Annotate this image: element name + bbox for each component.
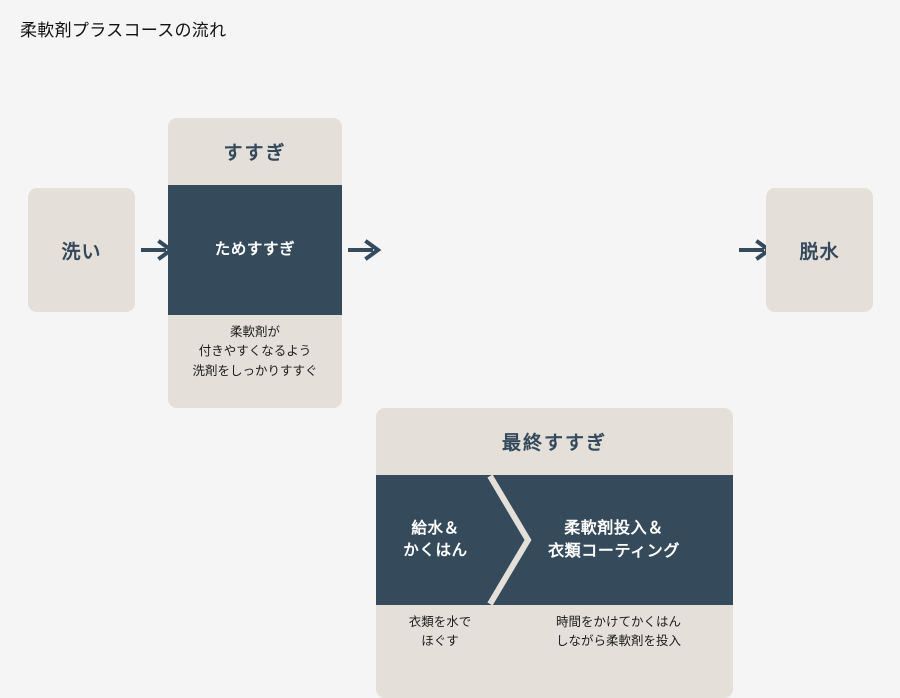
stage-final-rinse-step-1-caption: 衣類を水で ほぐす bbox=[408, 615, 472, 649]
stage-rinse-step-1[interactable]: ためすすぎ bbox=[168, 185, 342, 315]
stage-rinse-step-1-caption: 柔軟剤が 付きやすくなるよう 洗剤をしっかりすすぐ bbox=[192, 325, 318, 378]
stage-final-rinse-captions: 衣類を水で ほぐす 時間をかけてかくはん しながら柔軟剤を投入 bbox=[376, 605, 733, 652]
stage-rinse-header: すすぎ bbox=[223, 143, 287, 164]
stage-spin[interactable]: 脱水 bbox=[766, 188, 873, 312]
stage-rinse[interactable]: すすぎ ためすすぎ 柔軟剤が 付きやすくなるよう 洗剤をしっかりすすぐ bbox=[168, 118, 342, 408]
stage-wash-label: 洗い bbox=[61, 241, 102, 263]
stage-final-rinse-step-2-label: 柔軟剤投入＆ 衣類コーティング bbox=[548, 519, 680, 560]
arrow-rinse-to-final-rinse bbox=[348, 239, 382, 261]
stage-final-rinse-band: 給水＆ かくはん 柔軟剤投入＆ 衣類コーティング bbox=[376, 475, 733, 605]
stage-rinse-step-1-label: ためすすぎ bbox=[214, 240, 296, 258]
stage-final-rinse-step-1[interactable]: 給水＆ かくはん bbox=[376, 475, 495, 605]
stage-final-rinse-step-1-label: 給水＆ かくはん bbox=[403, 519, 468, 559]
page-title: 柔軟剤プラスコースの流れ bbox=[20, 21, 227, 40]
flow-diagram: 柔軟剤プラスコースの流れ 洗い すすぎ ためすすぎ 柔軟剤が 付きやすくなるよう… bbox=[20, 21, 873, 698]
stage-wash[interactable]: 洗い bbox=[28, 188, 135, 312]
stage-final-rinse[interactable]: 最終すすぎ 給水＆ かくはん 柔軟剤投入＆ 衣類コーティング 衣類を水で ほぐす… bbox=[376, 408, 733, 698]
stage-final-rinse-step-2[interactable]: 柔軟剤投入＆ 衣類コーティング bbox=[495, 475, 733, 605]
stage-rinse-captions: 柔軟剤が 付きやすくなるよう 洗剤をしっかりすすぐ bbox=[168, 315, 342, 381]
stage-final-rinse-header: 最終すすぎ bbox=[501, 433, 607, 454]
stage-spin-label: 脱水 bbox=[799, 241, 840, 263]
stage-final-rinse-step-2-caption: 時間をかけてかくはん しながら柔軟剤を投入 bbox=[555, 615, 681, 649]
stage-rinse-band: ためすすぎ bbox=[168, 185, 342, 315]
